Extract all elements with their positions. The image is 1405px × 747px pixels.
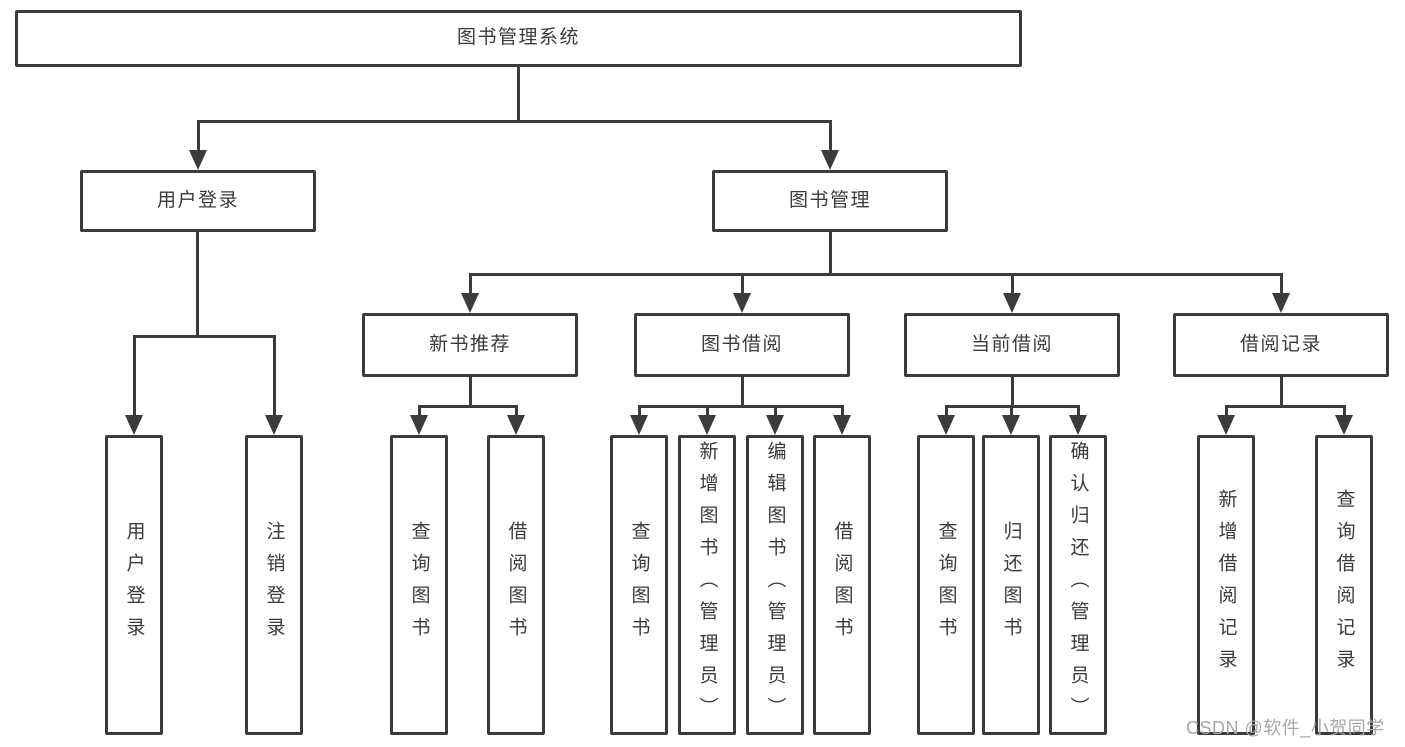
connector-line <box>197 120 200 152</box>
node-label: 编辑图书（管理员） <box>764 441 786 729</box>
arrowhead-icon <box>507 415 525 435</box>
connector-line <box>638 405 844 408</box>
connector-line <box>638 405 641 417</box>
connector-line <box>469 273 472 295</box>
arrowhead-icon <box>1217 415 1235 435</box>
node-label: 查询借阅记录 <box>1333 489 1355 681</box>
connector-line <box>469 273 1283 276</box>
node-label: 新增图书（管理员） <box>696 441 718 729</box>
arrowhead-icon <box>833 415 851 435</box>
leaf-br-query-record: 查询借阅记录 <box>1315 435 1373 735</box>
node-label: 借阅图书 <box>505 521 527 649</box>
watermark: CSDN @软件_小贺同学 <box>1186 718 1385 738</box>
connector-line <box>741 273 744 295</box>
connector-line <box>469 377 472 408</box>
arrowhead-icon <box>733 293 751 313</box>
node-new-book-recommend: 新书推荐 <box>362 313 578 377</box>
node-label: 新增借阅记录 <box>1215 489 1237 681</box>
arrowhead-icon <box>698 415 716 435</box>
arrowhead-icon <box>1272 293 1290 313</box>
leaf-bb-query-books: 查询图书 <box>610 435 668 735</box>
node-current-borrow: 当前借阅 <box>904 313 1120 377</box>
connector-line <box>1077 405 1080 417</box>
connector-line <box>1280 273 1283 295</box>
connector-line <box>741 377 744 408</box>
node-label: 借阅记录 <box>1239 333 1322 355</box>
node-label: 借阅图书 <box>831 521 853 649</box>
connector-line <box>418 405 421 417</box>
arrowhead-icon <box>630 415 648 435</box>
connector-line <box>273 335 276 417</box>
arrowhead-icon <box>265 415 283 435</box>
connector-line <box>1280 377 1283 408</box>
node-label: 注销登录 <box>263 521 285 649</box>
connector-line <box>1010 405 1013 417</box>
connector-line <box>1343 405 1346 417</box>
node-label: 图书管理 <box>788 189 871 211</box>
arrowhead-icon <box>125 415 143 435</box>
arrowhead-icon <box>937 415 955 435</box>
connector-line <box>1225 405 1228 417</box>
leaf-cb-query-books: 查询图书 <box>917 435 975 735</box>
node-book-management: 图书管理 <box>712 170 948 232</box>
leaf-nb-borrow-books: 借阅图书 <box>487 435 545 735</box>
node-label: 归还图书 <box>1000 521 1022 649</box>
leaf-user-login: 用户登录 <box>105 435 163 735</box>
connector-line <box>829 120 832 152</box>
arrowhead-icon <box>1002 415 1020 435</box>
arrowhead-icon <box>1069 415 1087 435</box>
connector-line <box>196 232 199 338</box>
node-book-borrow: 图书借阅 <box>634 313 850 377</box>
arrowhead-icon <box>766 415 784 435</box>
leaf-cb-confirm-return-admin: 确认归还（管理员） <box>1049 435 1107 735</box>
node-label: 图书借阅 <box>700 333 783 355</box>
leaf-br-add-record: 新增借阅记录 <box>1197 435 1255 735</box>
node-label: 查询图书 <box>628 521 650 649</box>
node-label: 查询图书 <box>935 521 957 649</box>
leaf-bb-borrow-books: 借阅图书 <box>813 435 871 735</box>
node-borrow-records: 借阅记录 <box>1173 313 1389 377</box>
connector-line <box>1225 405 1346 408</box>
connector-line <box>706 405 709 417</box>
arrowhead-icon <box>189 150 207 170</box>
node-label: 确认归还（管理员） <box>1067 441 1089 729</box>
connector-line <box>774 405 777 417</box>
connector-line <box>829 232 832 276</box>
arrowhead-icon <box>1335 415 1353 435</box>
leaf-cb-return-books: 归还图书 <box>982 435 1040 735</box>
connector-line <box>133 335 136 417</box>
node-label: 图书管理系统 <box>456 27 580 49</box>
node-label: 用户登录 <box>123 521 145 649</box>
node-label: 当前借阅 <box>970 333 1053 355</box>
arrowhead-icon <box>1003 293 1021 313</box>
connector-line <box>841 405 844 417</box>
connector-line <box>197 120 832 123</box>
connector-line <box>517 67 520 120</box>
connector-line <box>515 405 518 417</box>
leaf-bb-edit-books-admin: 编辑图书（管理员） <box>746 435 804 735</box>
arrowhead-icon <box>821 150 839 170</box>
arrowhead-icon <box>410 415 428 435</box>
node-root: 图书管理系统 <box>15 10 1022 67</box>
leaf-bb-add-books-admin: 新增图书（管理员） <box>678 435 736 735</box>
node-label: 新书推荐 <box>428 333 511 355</box>
node-label: 查询图书 <box>408 521 430 649</box>
connector-line <box>133 335 276 338</box>
node-user-login: 用户登录 <box>80 170 316 232</box>
node-label: 用户登录 <box>156 189 239 211</box>
leaf-nb-query-books: 查询图书 <box>390 435 448 735</box>
connector-line <box>945 405 948 417</box>
connector-line <box>1011 377 1014 408</box>
leaf-logout: 注销登录 <box>245 435 303 735</box>
arrowhead-icon <box>461 293 479 313</box>
connector-line <box>1011 273 1014 295</box>
connector-line <box>418 405 518 408</box>
